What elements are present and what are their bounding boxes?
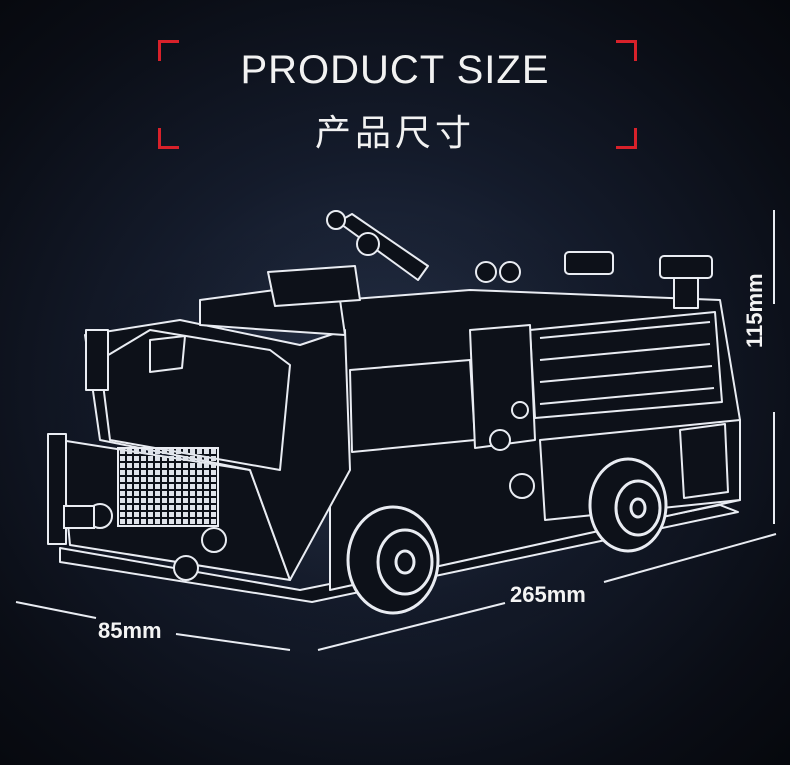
length-line-left (317, 602, 506, 651)
title-chinese: 产品尺寸 (314, 113, 475, 154)
width-line-right (175, 633, 291, 651)
width-dimension-label: 85mm (98, 618, 162, 643)
title-english: PRODUCT SIZE (240, 48, 550, 92)
length-dimension-label: 265mm (510, 582, 586, 607)
height-dimension-label: 115mm (742, 273, 767, 348)
bracket-corner-top-left (158, 40, 179, 61)
bracket-corner-top-right (616, 40, 637, 61)
length-line-right (603, 533, 777, 583)
width-line-left (15, 601, 97, 619)
bracket-corner-bottom-right (616, 128, 637, 149)
bracket-corner-bottom-left (158, 128, 179, 149)
